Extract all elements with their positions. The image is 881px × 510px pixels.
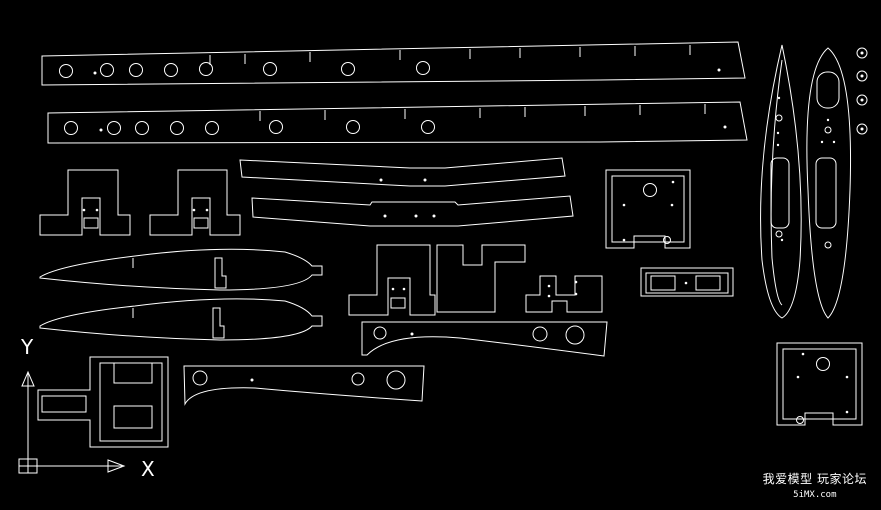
- center-strip-upper: [240, 158, 565, 186]
- watermark-url: 5iMX.com: [793, 490, 837, 500]
- ucs-y-label: Y: [20, 335, 34, 359]
- fuselage-side-left: [761, 45, 802, 318]
- ucs-axis-icon: [19, 372, 124, 473]
- center-bracket-1: [349, 245, 435, 315]
- center-bracket-3: [526, 276, 602, 312]
- wing-rib-upper: [40, 249, 322, 290]
- bracket-left-2: [150, 170, 240, 235]
- center-bracket-2: [437, 245, 525, 312]
- center-strip-lower: [252, 196, 573, 226]
- bulkhead-upper: [606, 170, 690, 248]
- curved-brace-lower: [184, 366, 424, 404]
- ucs-x-label: X: [141, 457, 155, 481]
- curved-brace-upper: [362, 322, 607, 356]
- long-spar-upper: [42, 42, 745, 85]
- watermark-title: 我爱模型 玩家论坛: [762, 472, 867, 486]
- long-spar-lower: [48, 102, 747, 143]
- servo-tray: [641, 268, 733, 296]
- site-watermark: 我爱模型 玩家论坛 5iMX.com: [763, 470, 867, 500]
- wing-rib-lower: [40, 299, 322, 340]
- bracket-left-1: [40, 170, 130, 235]
- bulkhead-lower: [777, 343, 862, 425]
- washer-column: [857, 48, 867, 134]
- motor-mount-plate: [38, 357, 168, 447]
- fuselage-side-right: [807, 48, 851, 318]
